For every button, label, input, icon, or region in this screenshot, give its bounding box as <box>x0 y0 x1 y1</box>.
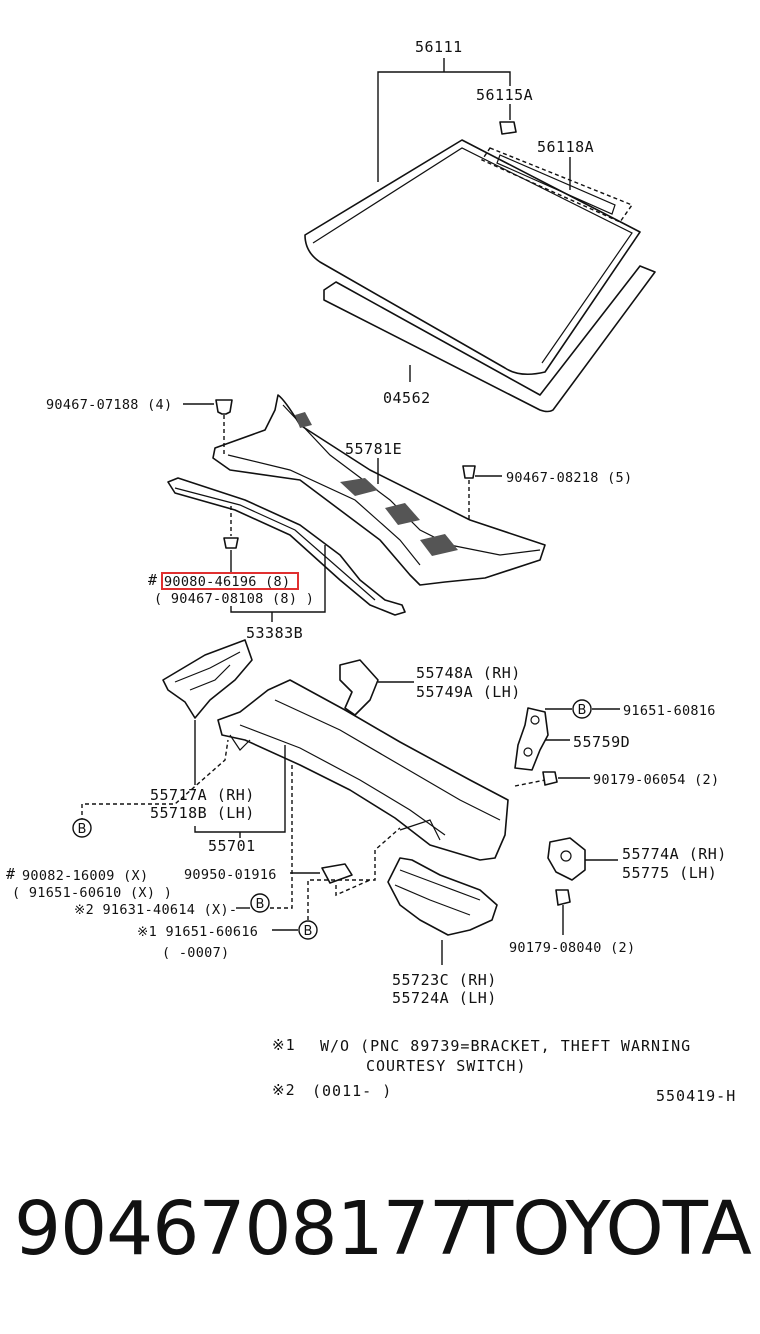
windshield-glass <box>304 139 641 376</box>
label-55774a: 55774A (RH) <box>622 845 727 863</box>
label-91631-40614: ※2 91631-40614 (X)- <box>74 902 237 918</box>
grommet-90950-01916 <box>321 863 371 897</box>
label-0007: ( -0007) <box>162 945 229 961</box>
badge-b-1: B <box>572 699 592 719</box>
note-1-line-2: COURTESY SWITCH) <box>366 1057 527 1075</box>
label-91651-60610: ( 91651-60610 (X) ) <box>12 885 172 901</box>
badge-b-3: B <box>250 893 270 913</box>
glass-stopper <box>499 121 517 135</box>
label-hash-2: # <box>6 865 16 883</box>
label-56115a: 56115A <box>476 86 533 104</box>
svg-text:B: B <box>78 822 87 837</box>
label-55723c: 55723C (RH) <box>392 971 497 989</box>
label-hash-1: # <box>148 571 158 589</box>
svg-text:B: B <box>256 897 265 912</box>
badge-b-2: B <box>72 818 92 838</box>
label-90179-08040: 90179-08040 (2) <box>509 940 635 956</box>
cowl-seal <box>167 477 406 616</box>
note-1-line-1: W/O (PNC 89739=BRACKET, THEFT WARNING <box>320 1037 691 1055</box>
note-2-mark: ※2 <box>272 1081 296 1099</box>
label-55748a: 55748A (RH) <box>416 664 521 682</box>
label-55718b: 55718B (LH) <box>150 804 255 822</box>
label-90467-08218: 90467-08218 (5) <box>506 470 632 486</box>
glass-strip <box>480 147 634 223</box>
label-55759d: 55759D <box>573 733 630 751</box>
svg-text:B: B <box>304 924 313 939</box>
label-90179-06054: 90179-06054 (2) <box>593 772 719 788</box>
cowl-louver <box>212 394 546 586</box>
insulator-55723c <box>387 857 498 936</box>
bracket-55774a <box>547 837 586 881</box>
label-55781e: 55781E <box>345 440 402 458</box>
windshield-dam <box>323 265 656 413</box>
brace-55759d <box>514 707 549 771</box>
clip-90467-08218 <box>462 465 476 520</box>
diagram-reference: 550419-H <box>656 1087 736 1105</box>
label-55717a: 55717A (RH) <box>150 786 255 804</box>
svg-text:B: B <box>578 703 587 718</box>
label-55749a: 55749A (LH) <box>416 683 521 701</box>
label-90080-46196: 90080-46196 (8) <box>164 574 290 590</box>
nut-90179-06054 <box>514 771 558 787</box>
leader-lines <box>81 58 620 965</box>
label-04562: 04562 <box>383 389 431 407</box>
cowl-top-panel <box>217 679 509 861</box>
note-1-mark: ※1 <box>272 1036 296 1054</box>
label-53383b: 53383B <box>246 624 303 642</box>
label-55724a: 55724A (LH) <box>392 989 497 1007</box>
clip-90080-46196 <box>223 506 239 549</box>
label-55701: 55701 <box>208 837 256 855</box>
label-90467-07188: 90467-07188 (4) <box>46 397 172 413</box>
badge-b-4: B <box>298 920 318 940</box>
note-2-line-1: (0011- ) <box>312 1082 392 1100</box>
label-56111: 56111 <box>415 38 463 56</box>
footer-part-number: 9046708177 <box>14 1186 476 1272</box>
clip-90467-07188 <box>215 399 233 455</box>
label-56118a: 56118A <box>537 138 594 156</box>
cowl-side-bracket <box>162 639 253 719</box>
nut-90179-08040 <box>555 889 571 906</box>
highlight-box <box>161 572 299 590</box>
label-90950-01916: 90950-01916 <box>184 867 277 883</box>
label-91651-60816: 91651-60816 <box>623 703 716 719</box>
label-91651-60616: ※1 91651-60616 <box>137 924 258 940</box>
bracket-55748a <box>339 659 379 716</box>
footer: 9046708177 TOYOTA <box>0 1186 760 1286</box>
label-55775: 55775 (LH) <box>622 864 717 882</box>
label-90467-08108: ( 90467-08108 (8) ) <box>154 591 314 607</box>
footer-brand: TOYOTA <box>468 1186 752 1272</box>
label-90082-16009: 90082-16009 (X) <box>22 868 148 884</box>
